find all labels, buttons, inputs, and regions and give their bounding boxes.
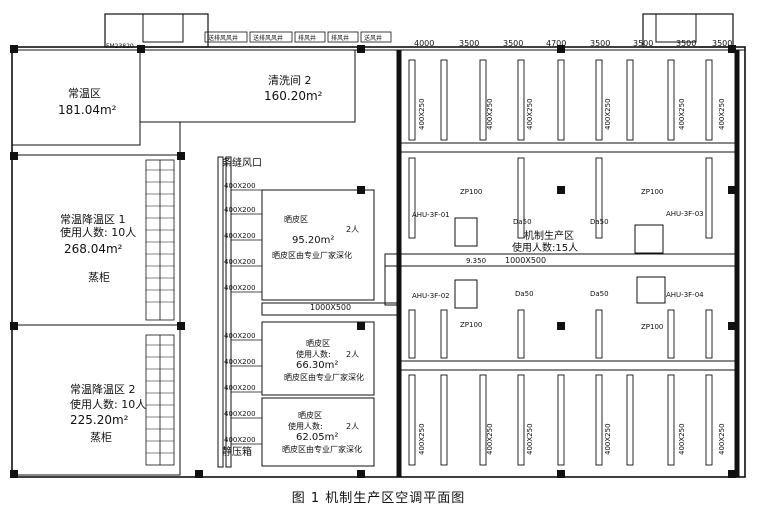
branch-size-3: 400X250 [526,98,534,130]
ahu-4-label: AHU-3F-04 [666,291,704,299]
room-bake2-users: 使用人数: [296,349,331,359]
room-bake3-people: 2人 [346,422,359,431]
da50-label-4: Da50 [590,290,609,298]
zp-label-1: ZP100 [460,188,482,196]
tag-fan-3: 排风井 [298,34,316,42]
elev-label: 9.350 [466,257,486,265]
duct-size-5: 400X200 [224,284,256,292]
da50-label-2: Da50 [590,218,609,226]
label-plenum: 静压箱 [222,445,252,458]
branch-size-9: 400X250 [526,423,534,455]
branch-size-12: 400X250 [718,423,726,455]
room-bake1-note: 晒皮区由专业厂家深化 [272,250,352,260]
tag-fan-5: 送风井 [364,34,382,42]
dim-5: 3500 [590,39,610,48]
duct-size-7: 400X200 [224,358,256,366]
room-cool1-users: 使用人数: 10人 [60,226,136,239]
tag-fan-4: 排风井 [331,34,349,42]
room-cool1-cabinet: 蒸柜 [88,271,110,284]
da50-label-3: Da50 [515,290,534,298]
room-bake3-name: 晒皮区 [298,410,322,420]
room-bake2-people: 2人 [346,350,359,359]
dim-8: 3500 [712,39,732,48]
zp-label-2: ZP100 [460,321,482,329]
room-bake3-users: 使用人数: [288,421,323,431]
room-bake1-name: 晒皮区 [284,214,308,224]
branch-size-10: 400X250 [604,423,612,455]
branch-size-7: 400X250 [418,423,426,455]
branch-size-2: 400X250 [486,98,494,130]
dim-1: 4000 [414,39,434,48]
zp-label-4: ZP100 [641,323,663,331]
label-slit-outlet: 条缝风口 [222,156,262,169]
room-wash-area: 160.20m² [264,89,323,103]
da50-label-1: Da50 [513,218,532,226]
room-bake3-area: 62.05m² [296,432,338,443]
room-bake2-note: 晒皮区由专业厂家深化 [284,372,364,382]
room-normal-area: 181.04m² [58,103,117,117]
figure-caption: 图 1 机制生产区空调平面图 [291,491,466,506]
room-normal-name: 常温区 [68,87,101,100]
dim-3: 3500 [503,39,523,48]
room-cool2-area: 225.20m² [70,413,129,427]
room-bake1-people: 2人 [346,225,359,234]
room-cool1-name: 常温降温区 1 [60,212,126,226]
ahu-2-label: AHU-3F-02 [412,292,450,300]
main-duct-label: 1000X500 [310,303,351,312]
duct-size-6: 400X200 [224,332,256,340]
branch-size-5: 400X250 [678,98,686,130]
duct-size-3: 400X200 [224,232,256,240]
zp-label-3: ZP100 [641,188,663,196]
tag-fan-2: 送排风风井 [253,34,283,42]
room-bake2-name: 晒皮区 [306,338,330,348]
room-production-name: 机制生产区 [524,229,574,242]
dim-6: 3500 [633,39,653,48]
branch-size-11: 400X250 [678,423,686,455]
room-bake1-area: 95.20m² [292,235,334,246]
room-cool1-area: 268.04m² [64,242,123,256]
dim-7: 3500 [676,39,696,48]
room-cool2-cabinet: 蒸柜 [90,431,112,444]
duct-size-10: 400X200 [224,436,256,444]
duct-size-9: 400X200 [224,410,256,418]
dim-2: 3500 [459,39,479,48]
room-production-users: 使用人数:15人 [512,241,578,254]
ahu-1-label: AHU-3F-01 [412,211,450,219]
duct-top-label: 1000X500 [505,256,546,265]
branch-size-4: 400X250 [604,98,612,130]
room-cool2-users: 使用人数: 10人 [70,398,146,411]
branch-size-1: 400X250 [418,98,426,130]
branch-size-8: 400X250 [486,423,494,455]
duct-size-8: 400X200 [224,384,256,392]
room-wash-name: 清洗间 2 [268,74,312,87]
duct-size-4: 400X200 [224,258,256,266]
branch-size-6: 400X250 [718,98,726,130]
duct-size-1: 400X200 [224,182,256,190]
tag-fan-1: 送排风风井 [208,34,238,42]
door-label: FM23820 [106,43,134,50]
dim-4: 4700 [546,39,566,48]
ahu-3-label: AHU-3F-03 [666,210,704,218]
hvac-floor-plan: 送排风风井 送排风风井 排风井 排风井 送风井 FM23820 4000 350… [10,13,746,478]
duct-size-2: 400X200 [224,206,256,214]
room-bake2-area: 66.30m² [296,360,338,371]
room-cool2-name: 常温降温区 2 [70,382,136,396]
room-bake3-note: 晒皮区由专业厂家深化 [282,444,362,454]
